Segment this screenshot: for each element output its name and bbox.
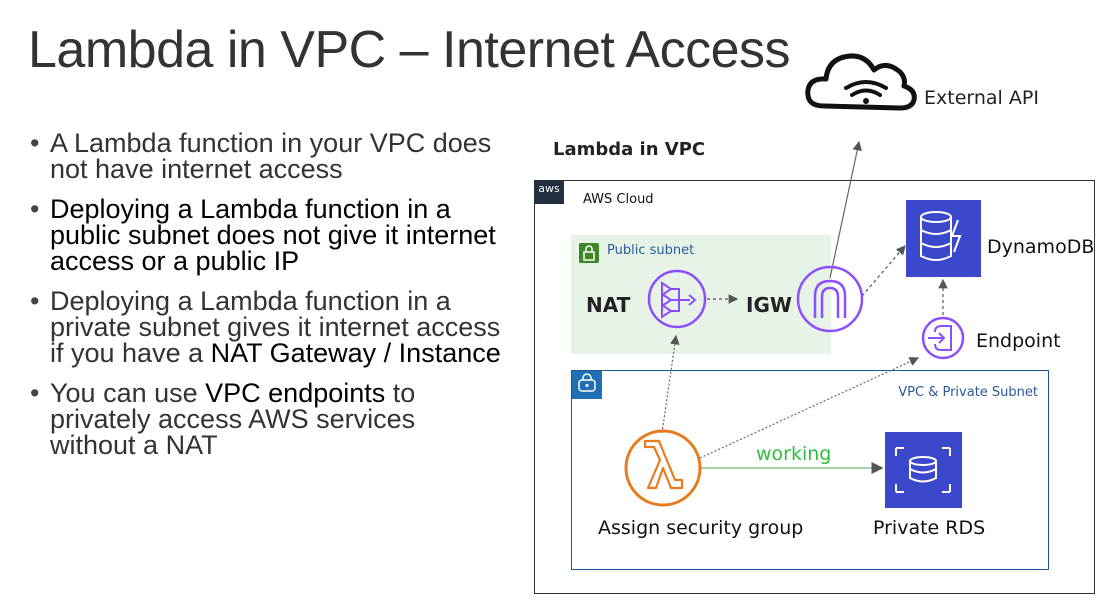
nat-gateway-icon	[647, 269, 707, 329]
working-label: working	[756, 443, 832, 465]
aws-cloud-box: aws AWS Cloud	[534, 180, 1095, 594]
endpoint-label: Endpoint	[976, 330, 1061, 352]
bullet-item: You can use VPC endpoints to privately a…	[28, 380, 508, 459]
bullet-item: Deploying a Lambda function in a public …	[28, 196, 508, 275]
bullet-list: A Lambda function in your VPC does not h…	[28, 130, 508, 472]
bullet-item: Deploying a Lambda function in a private…	[28, 288, 508, 367]
igw-to-dynamodb-arrow	[861, 245, 906, 297]
diagram-heading: Lambda in VPC	[553, 139, 706, 160]
lock-icon	[572, 371, 602, 399]
public-subnet-box: Public subnet	[571, 235, 831, 354]
rds-label: Private RDS	[873, 517, 986, 539]
lambda-caption: Assign security group	[598, 517, 804, 539]
lambda-icon	[624, 429, 702, 507]
external-api-label: External API	[924, 87, 1039, 109]
lambda-to-nat-arrow	[661, 334, 680, 434]
aws-logo-icon: aws	[534, 180, 564, 204]
nat-label: NAT	[586, 293, 631, 317]
private-subnet-label: VPC & Private Subnet	[898, 385, 1038, 400]
cloud-icon	[805, 53, 917, 111]
igw-label: IGW	[746, 293, 792, 317]
bullet-item: A Lambda function in your VPC does not h…	[28, 130, 508, 183]
dynamodb-icon	[906, 200, 981, 277]
rds-icon	[885, 432, 962, 508]
aws-cloud-label: AWS Cloud	[583, 192, 654, 207]
slide-title: Lambda in VPC – Internet Access	[28, 21, 791, 79]
dynamodb-label: DynamoDB	[987, 236, 1095, 258]
lock-icon	[579, 243, 599, 263]
vpc-endpoint-icon	[921, 316, 965, 360]
private-subnet-box: VPC & Private Subnet	[571, 370, 1049, 570]
public-subnet-label: Public subnet	[607, 243, 695, 258]
internet-gateway-icon	[796, 265, 864, 333]
igw-to-api-arrow	[829, 140, 862, 279]
